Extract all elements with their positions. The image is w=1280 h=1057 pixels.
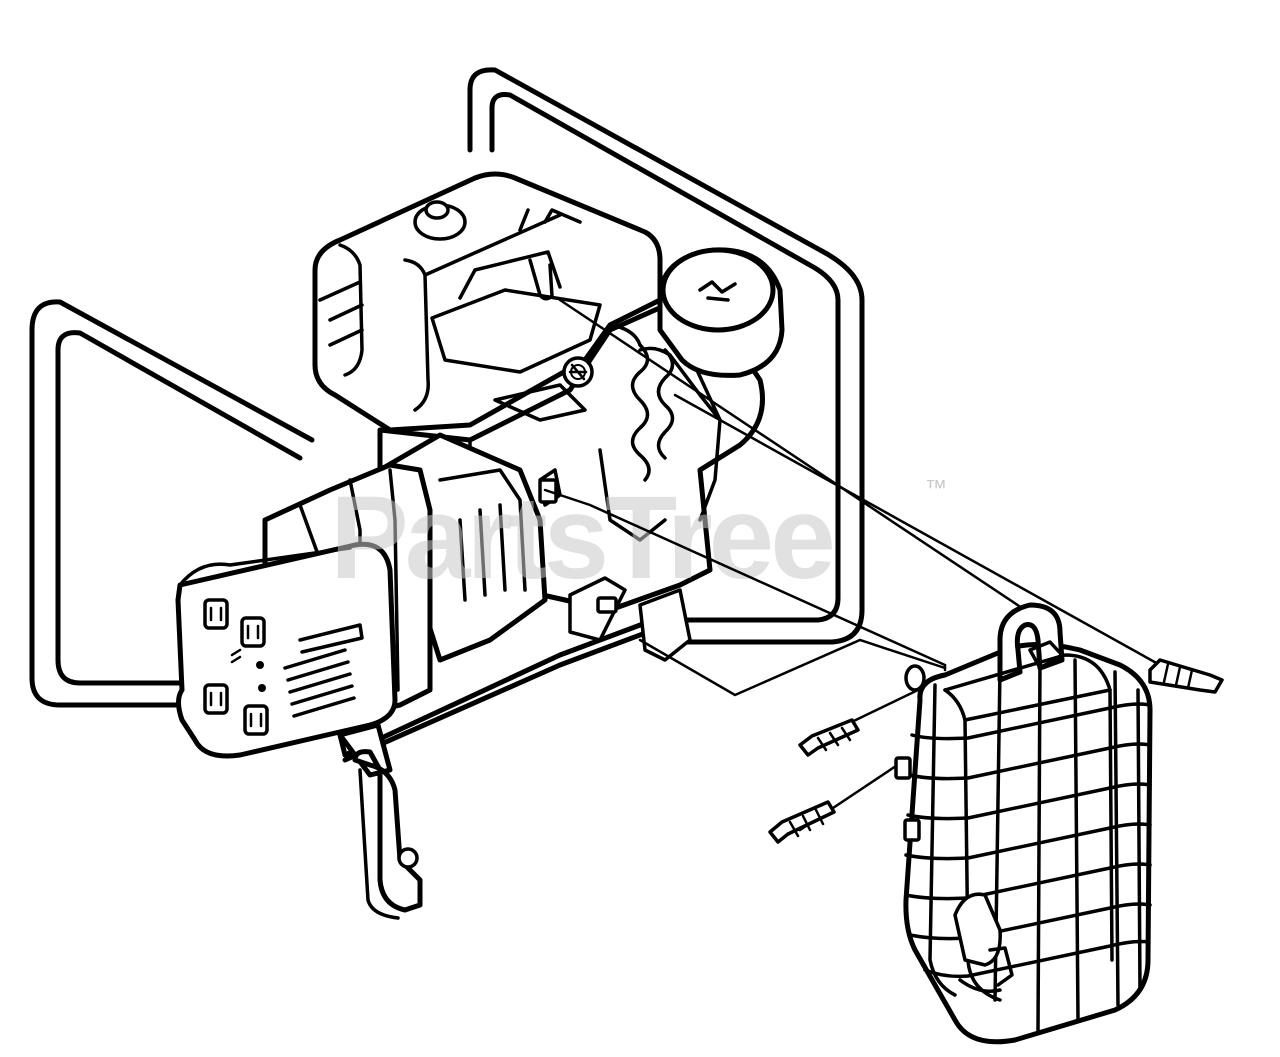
outlet-receptacle	[203, 598, 229, 630]
engine-mount	[538, 478, 692, 662]
watermark-trademark: ™	[925, 475, 947, 500]
watermark: PartsTree ™	[330, 472, 947, 604]
front-frame-tube	[29, 299, 683, 763]
outlet-receptacle	[243, 704, 269, 736]
muffler-assembly	[894, 602, 1153, 1045]
outlet-receptacle	[240, 616, 266, 648]
bolt	[798, 718, 860, 757]
bolt	[768, 800, 836, 844]
washer	[904, 664, 926, 692]
outlet-receptacle	[203, 683, 229, 715]
air-cleaner	[638, 247, 785, 422]
watermark-text: PartsTree	[330, 472, 832, 604]
bolt	[1148, 658, 1224, 694]
alternator	[175, 432, 548, 759]
front-foot-bracket	[337, 722, 423, 920]
